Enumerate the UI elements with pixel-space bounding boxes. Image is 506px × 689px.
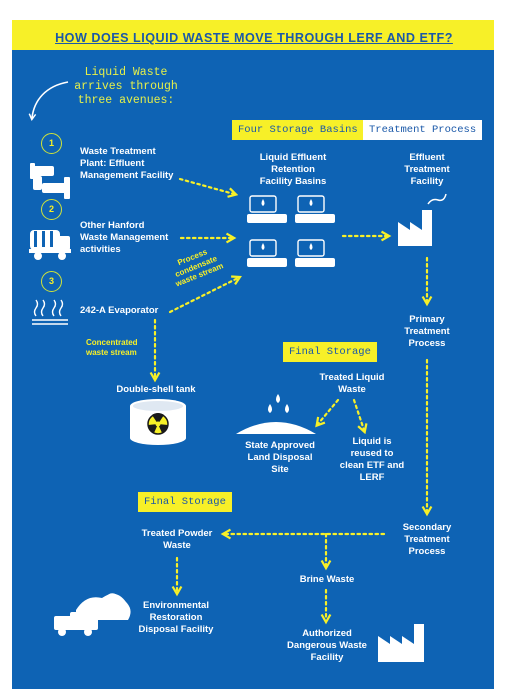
etf-line-2: Treatment: [404, 164, 450, 175]
erdf-line-1: Environmental: [143, 600, 209, 611]
reused-label: Liquid is reused to clean ETF and LERF: [330, 436, 414, 484]
source-3-label: 242-A Evaporator: [80, 305, 190, 317]
dangerous-line-1: Authorized: [302, 628, 352, 639]
source-1-line-3: Management Facility: [80, 170, 174, 181]
erdf-line-3: Disposal Facility: [138, 624, 214, 635]
lerf-basins-label: Liquid Effluent Retention Facility Basin…: [238, 152, 348, 188]
primary-line-1: Primary: [409, 314, 445, 325]
final-storage-tag-2: Final Storage: [138, 492, 232, 512]
source-1-label: Waste Treatment Plant: Effluent Manageme…: [80, 146, 190, 182]
intro-line-1: Liquid Waste: [84, 66, 168, 79]
intro-line-2: arrives through: [74, 80, 178, 93]
powder-line-2: Waste: [163, 540, 191, 551]
source-2-line-1: Other Hanford: [80, 220, 145, 231]
primary-line-3: Process: [408, 338, 446, 349]
tanker-truck-icon: [29, 230, 71, 260]
land-disposal-label: State Approved Land Disposal Site: [230, 440, 330, 476]
treated-liquid-line-2: Waste: [338, 384, 366, 395]
treated-powder-label: Treated Powder Waste: [122, 528, 232, 552]
reused-line-1: Liquid is: [352, 436, 392, 447]
dangerous-line-3: Facility: [310, 652, 344, 663]
land-line-3: Site: [271, 464, 289, 475]
secondary-line-1: Secondary: [402, 522, 452, 533]
double-shell-tank-icon: [130, 399, 186, 445]
source-3-badge: 3: [41, 271, 62, 292]
concentrated-line-2: waste stream: [86, 348, 137, 357]
reused-line-4: LERF: [359, 472, 385, 483]
factory-icon: [398, 193, 447, 246]
arrow-treated-to-reuse: [352, 398, 368, 435]
intro-line-3: three avenues:: [77, 94, 175, 107]
powder-line-1: Treated Powder: [141, 528, 213, 539]
lerf-line-3: Facility Basins: [259, 176, 327, 187]
etf-line-3: Facility: [410, 176, 444, 187]
primary-line-2: Treatment: [404, 326, 450, 337]
source-2-badge: 2: [41, 199, 62, 220]
source-2-line-2: Waste Management: [80, 232, 169, 243]
secondary-line-2: Treatment: [404, 534, 450, 545]
primary-treatment-label: Primary Treatment Process: [384, 314, 470, 350]
double-shell-tank-label: Double-shell tank: [116, 384, 196, 395]
secondary-line-3: Process: [408, 546, 446, 557]
source-1-badge: 1: [41, 133, 62, 154]
storage-basins-icon: [247, 195, 335, 267]
final-storage-tag-1: Final Storage: [283, 342, 377, 362]
treated-liquid-line-1: Treated Liquid: [319, 372, 385, 383]
concentrated-line-1: Concentrated: [86, 338, 138, 347]
source-3-line-1: 242-A Evaporator: [80, 305, 159, 316]
land-line-1: State Approved: [245, 440, 315, 451]
etf-label: Effluent Treatment Facility: [384, 152, 470, 188]
garbage-truck-icon: [54, 593, 131, 636]
reused-line-3: clean ETF and: [339, 460, 405, 471]
intro-curved-arrow: [28, 81, 69, 122]
treated-liquid-label: Treated Liquid Waste: [302, 372, 402, 396]
brine-waste-label: Brine Waste: [299, 574, 355, 585]
evaporator-steam-icon: [32, 299, 68, 325]
dangerous-waste-factory-icon: [378, 624, 424, 662]
infographic-title: HOW DOES LIQUID WASTE MOVE THROUGH LERF …: [55, 31, 453, 45]
arrow-wtp-to-basins: [178, 177, 239, 198]
arrow-treated-to-land: [315, 398, 340, 428]
dangerous-waste-label: Authorized Dangerous Waste Facility: [280, 628, 374, 664]
source-1-line-2: Plant: Effluent: [80, 158, 145, 169]
land-line-2: Land Disposal: [247, 452, 313, 463]
source-2-line-3: activities: [80, 244, 121, 255]
dangerous-line-2: Dangerous Waste: [287, 640, 367, 651]
erdf-label: Environmental Restoration Disposal Facil…: [126, 600, 226, 636]
intro-text: Liquid Waste arrives through three avenu…: [60, 66, 192, 108]
land-disposal-icon: [236, 394, 316, 434]
secondary-treatment-label: Secondary Treatment Process: [384, 522, 470, 558]
lerf-line-1: Liquid Effluent: [259, 152, 327, 163]
concentrated-stream-label: Concentrated waste stream: [86, 338, 166, 358]
pipe-icon: [30, 163, 70, 199]
lerf-line-2: Retention: [271, 164, 315, 175]
four-storage-basins-tag: Four Storage Basins: [232, 120, 364, 140]
source-1-line-1: Waste Treatment: [80, 146, 156, 157]
reused-line-2: reused to: [350, 448, 394, 459]
source-2-label: Other Hanford Waste Management activitie…: [80, 220, 190, 256]
etf-line-1: Effluent: [409, 152, 445, 163]
erdf-line-2: Restoration: [149, 612, 203, 623]
arrow-evap-to-basins: [168, 275, 242, 314]
treatment-process-tag: Treatment Process: [363, 120, 483, 140]
title-bar: [12, 20, 494, 50]
